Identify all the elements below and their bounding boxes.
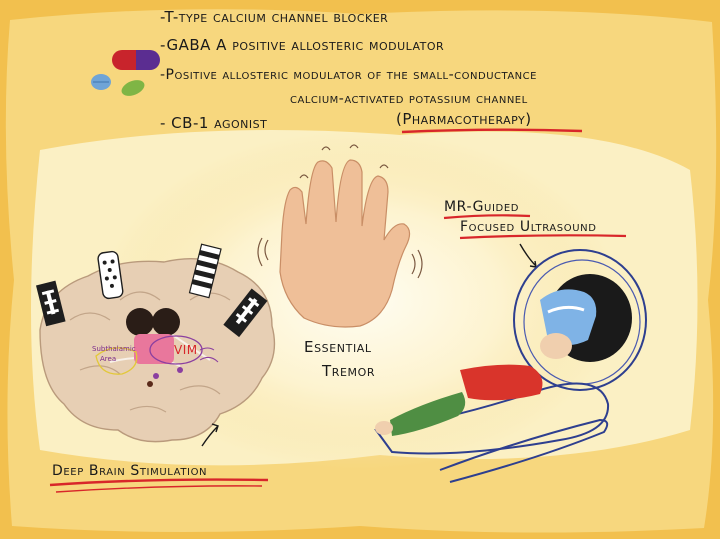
mrgfus-underline-1 — [443, 214, 531, 220]
dbs-underline-2 — [55, 485, 263, 493]
essential-label: Essential — [304, 338, 372, 356]
subthalamic-label: Subthalamic — [92, 345, 136, 353]
capsule-pill-icon — [112, 50, 160, 70]
medication-line-1: -T-type calcium channel blocker — [160, 8, 389, 26]
medication-line-4: calcium-activated potassium channel — [290, 91, 528, 107]
dbs-label: Deep Brain Stimulation — [52, 463, 208, 479]
oval-pill-icon — [121, 80, 145, 96]
tremor-label: Tremor — [322, 362, 376, 380]
pharmacotherapy-underline — [401, 128, 583, 134]
mri-scanner-icon — [374, 249, 647, 483]
medication-line-2: -GABA A positive allosteric modulator — [160, 36, 445, 54]
electrode-icon — [36, 243, 268, 338]
medication-line-5: - CB-1 agonist — [160, 114, 268, 132]
mrgfus-underline-2 — [459, 234, 627, 240]
dbs-underline — [49, 478, 269, 487]
hand-icon — [257, 144, 423, 328]
round-pill-icon — [91, 74, 111, 90]
brain-icon — [39, 257, 276, 443]
mrgfus-label-line2: Focused Ultrasound — [460, 219, 597, 235]
area-label: Area — [100, 355, 117, 363]
vim-label: VIM — [174, 343, 198, 357]
mrgfus-label-line1: MR-Guided — [444, 199, 520, 215]
pharmacotherapy-label: (Pharmacotherapy) — [396, 110, 532, 128]
medication-line-3: -Positive allosteric modulator of the sm… — [160, 67, 537, 83]
dbs-arrow — [201, 423, 219, 447]
